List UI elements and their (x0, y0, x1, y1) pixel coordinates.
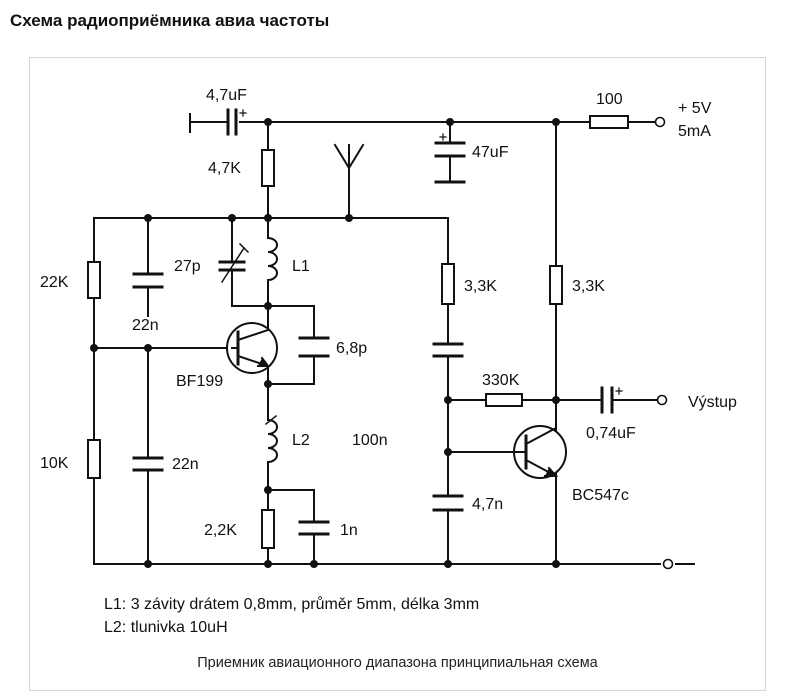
capacitor-coupling (432, 342, 464, 358)
label-c-68p: 6,8p (336, 340, 367, 357)
label-c-1n: 1n (340, 522, 358, 539)
label-supply-i: 5mA (678, 123, 711, 140)
label-t2: BC547c (572, 487, 629, 504)
label-l2-val: 100n (352, 432, 388, 449)
label-l1: L1 (292, 258, 310, 275)
transistor-bc547 (513, 425, 567, 479)
junctions (90, 118, 560, 568)
capacitor-6p8 (298, 336, 330, 358)
capacitor-4n7 (432, 494, 464, 512)
resistor-330k (485, 393, 523, 407)
label-r-33k-b: 3,3K (572, 278, 605, 295)
polarity-marks (239, 109, 623, 395)
label-c-in: 4,7uF (206, 87, 247, 104)
note-l2: L2: tlunivka 10uH (104, 619, 228, 636)
resistor-100 (589, 115, 629, 129)
page-title: Схема радиоприёмника авиа частоты (10, 11, 330, 30)
label-c-out: 0,74uF (586, 425, 636, 442)
label-l2: L2 (292, 432, 310, 449)
capacitor-27p-trimmer (218, 242, 250, 284)
label-r-100: 100 (596, 91, 623, 108)
label-r-top: 4,7K (208, 160, 241, 177)
label-r-22k2: 2,2K (204, 522, 237, 539)
capacitor-4u7-input (226, 108, 238, 136)
label-output: Výstup (688, 394, 737, 411)
transistor-bf199 (226, 322, 278, 374)
label-c-22n-b: 22n (172, 456, 199, 473)
capacitor-1n (298, 520, 330, 536)
resistor-2k2 (261, 509, 275, 549)
capacitor-22n-a (132, 272, 164, 289)
label-r-330k: 330K (482, 372, 520, 389)
resistor-22k (87, 261, 101, 299)
resistor-10k (87, 439, 101, 479)
label-c-47n: 4,7n (472, 496, 503, 513)
resistor-3k3-a (441, 263, 455, 305)
resistor-3k3-b (549, 265, 563, 305)
note-l1: L1: 3 závity drátem 0,8mm, průměr 5mm, d… (104, 596, 480, 613)
terminal-ground (662, 558, 674, 570)
capacitor-output (600, 386, 614, 414)
components (87, 108, 674, 570)
label-c-47u: 47uF (472, 144, 509, 161)
inductor-l2 (266, 418, 278, 465)
label-c-22n-a: 22n (132, 317, 159, 334)
label-r-10k: 10K (40, 455, 69, 472)
terminal-output (656, 394, 668, 406)
capacitor-22n-b (132, 456, 164, 472)
schematic-frame (29, 57, 766, 691)
label-t1: BF199 (176, 373, 223, 390)
capacitor-47u (434, 141, 466, 184)
label-supply-v: + 5V (678, 100, 712, 117)
label-r-33k-a: 3,3K (464, 278, 497, 295)
label-r-22k: 22K (40, 274, 69, 291)
figure-caption: Приемник авиационного диапазона принципи… (197, 655, 598, 671)
label-c-27p: 27p (174, 258, 201, 275)
inductor-l1 (266, 236, 278, 283)
terminal-supply (654, 116, 666, 128)
resistor-4k7 (261, 149, 275, 187)
